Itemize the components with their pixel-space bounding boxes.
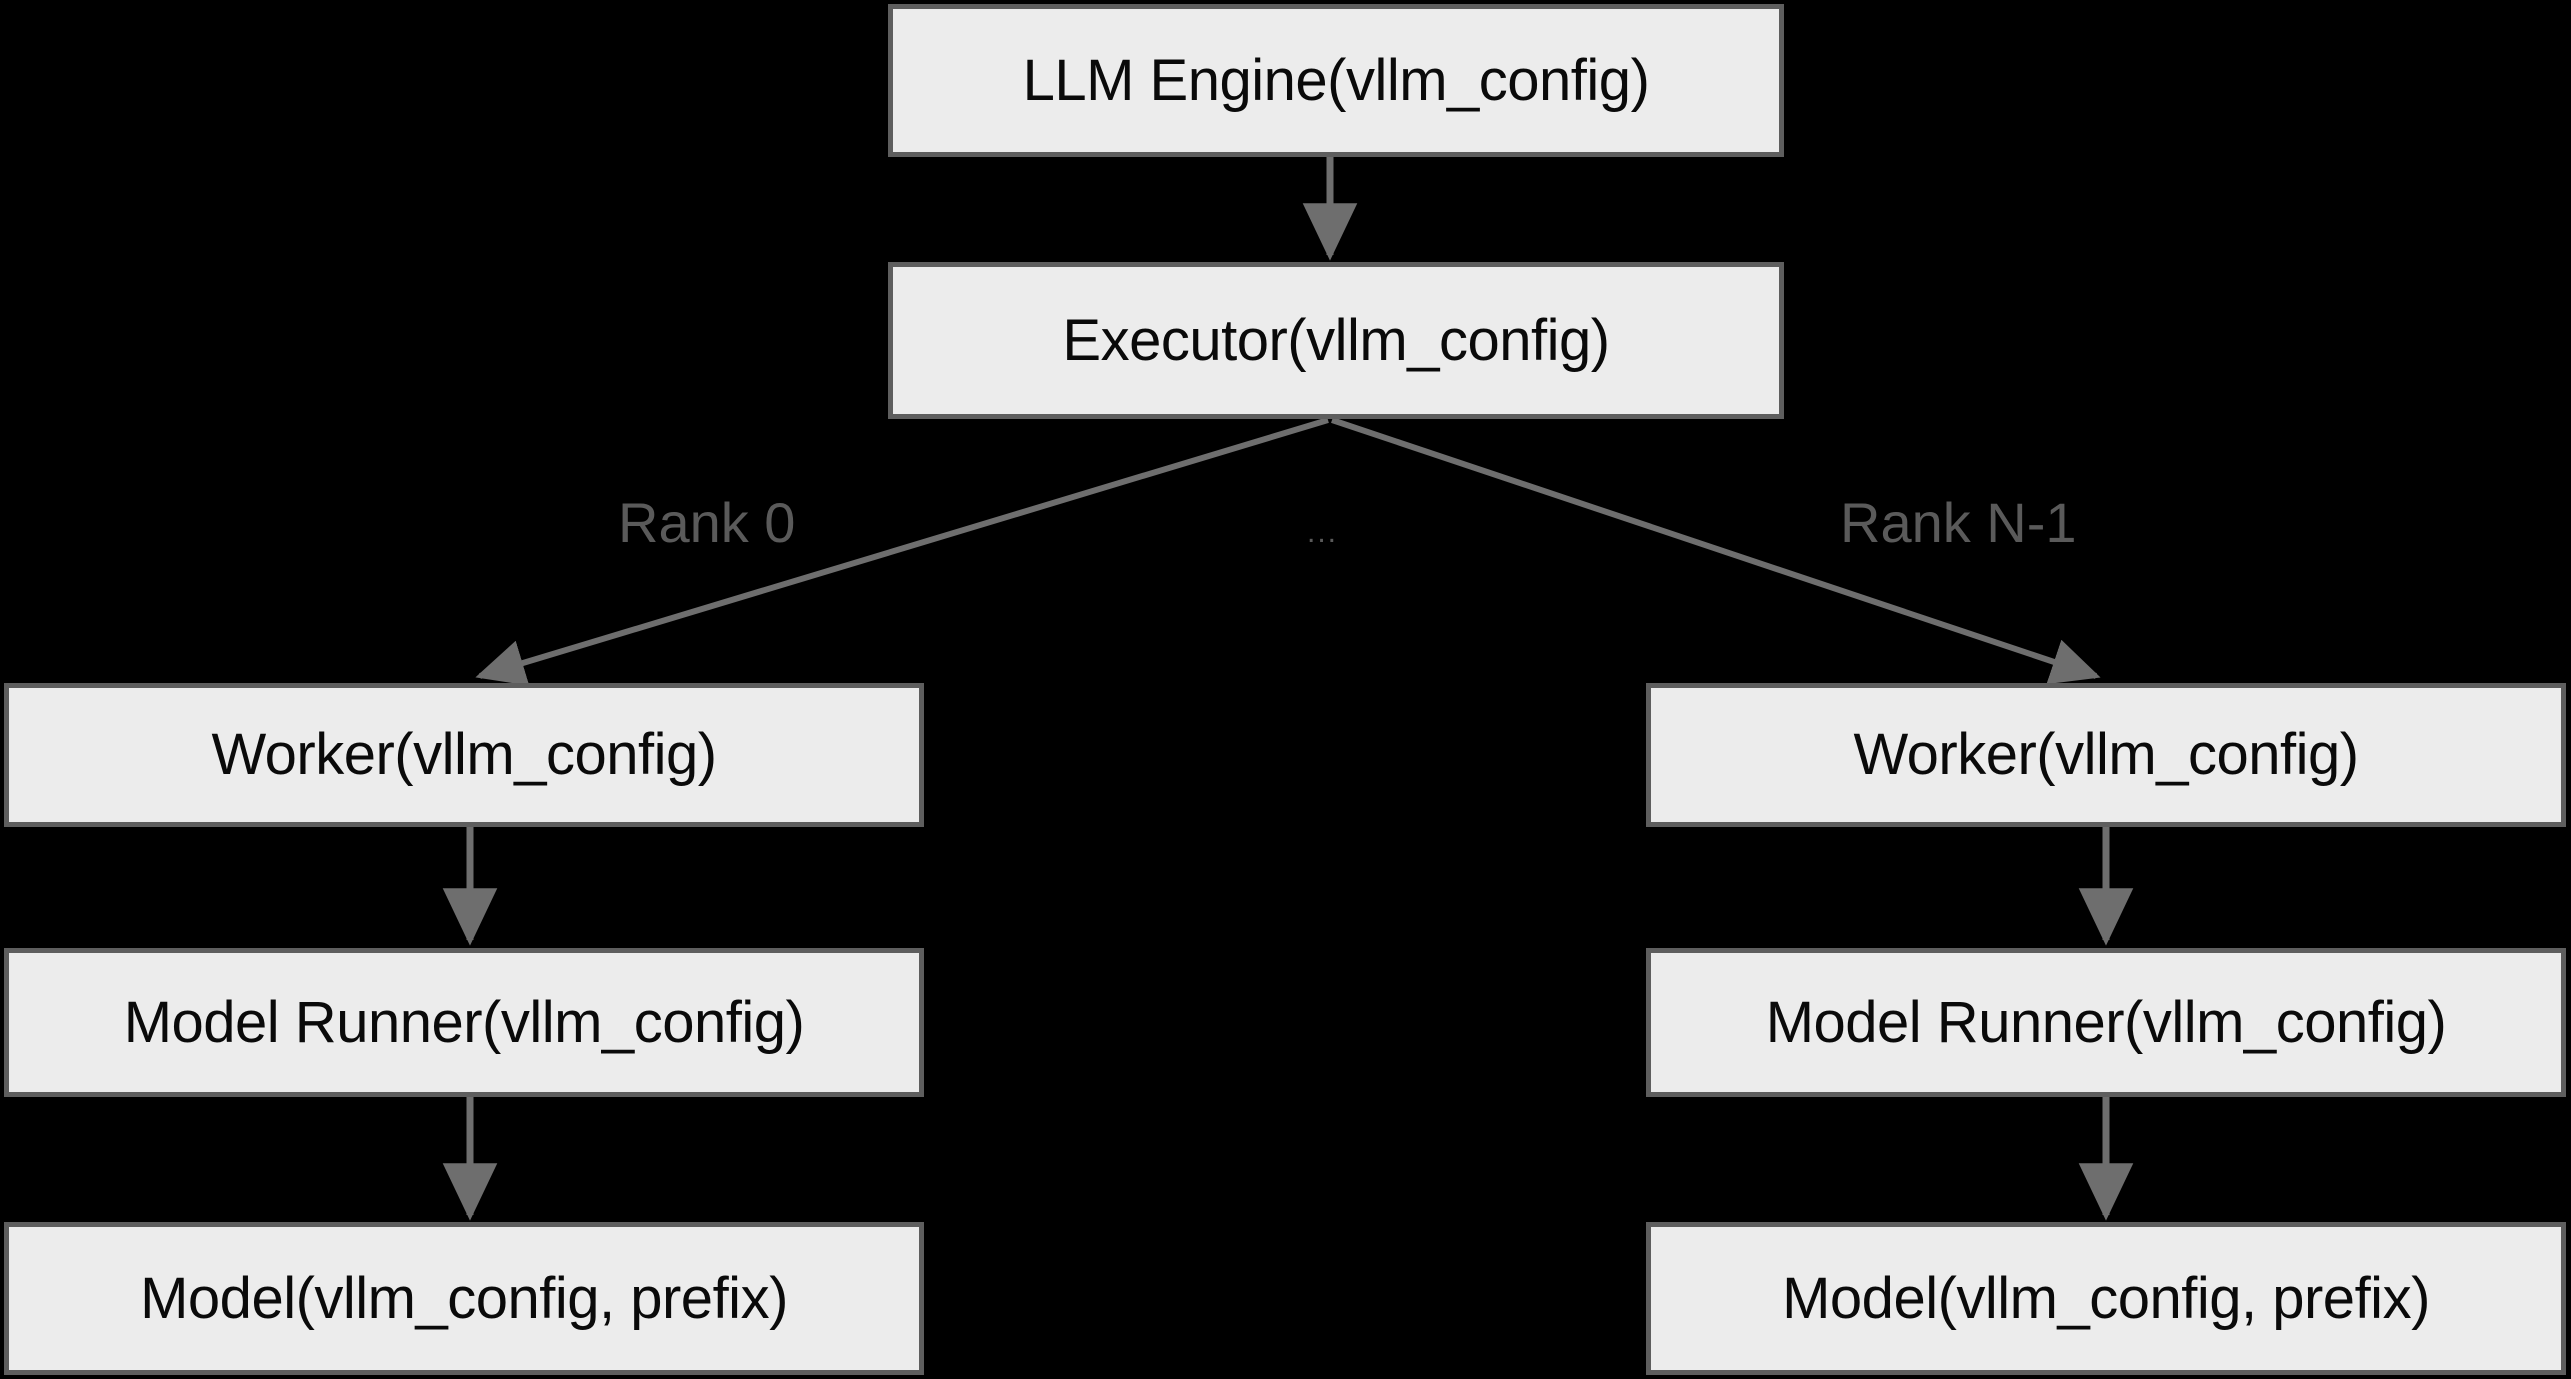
- node-worker-rankn[interactable]: Worker(vllm_config): [1646, 683, 2566, 827]
- edge-executor-to-worker-rank0: [475, 417, 1329, 686]
- node-model-runner-rankn[interactable]: Model Runner(vllm_config): [1646, 948, 2566, 1097]
- edge-label-ellipsis: ...: [1307, 518, 1338, 548]
- edge-label-rank-n-1: Rank N-1: [1840, 490, 2077, 555]
- node-worker-rank0[interactable]: Worker(vllm_config): [4, 683, 924, 827]
- node-model-rank0[interactable]: Model(vllm_config, prefix): [4, 1222, 924, 1375]
- node-model-runner-rank0[interactable]: Model Runner(vllm_config): [4, 948, 924, 1097]
- node-worker-rankn-label: Worker(vllm_config): [1853, 722, 2359, 788]
- node-model-runner-rankn-label: Model Runner(vllm_config): [1765, 989, 2447, 1055]
- node-executor[interactable]: Executor(vllm_config): [888, 262, 1784, 419]
- node-worker-rank0-label: Worker(vllm_config): [211, 722, 717, 788]
- edge-executor-to-worker-rankn: [1331, 417, 2101, 685]
- edge-label-rank-0-text: Rank 0: [618, 491, 796, 554]
- edge-label-rank-0: Rank 0: [618, 490, 795, 555]
- node-model-rank0-label: Model(vllm_config, prefix): [140, 1265, 788, 1331]
- edge-label-ellipsis-text: ...: [1307, 516, 1339, 549]
- node-model-runner-rank0-label: Model Runner(vllm_config): [123, 989, 805, 1055]
- node-model-rankn-label: Model(vllm_config, prefix): [1782, 1265, 2430, 1331]
- node-llm-engine-label: LLM Engine(vllm_config): [1022, 47, 1650, 113]
- node-llm-engine[interactable]: LLM Engine(vllm_config): [888, 4, 1784, 157]
- node-executor-label: Executor(vllm_config): [1062, 307, 1610, 373]
- edge-label-rank-n-1-text: Rank N-1: [1840, 491, 2077, 554]
- node-model-rankn[interactable]: Model(vllm_config, prefix): [1646, 1222, 2566, 1375]
